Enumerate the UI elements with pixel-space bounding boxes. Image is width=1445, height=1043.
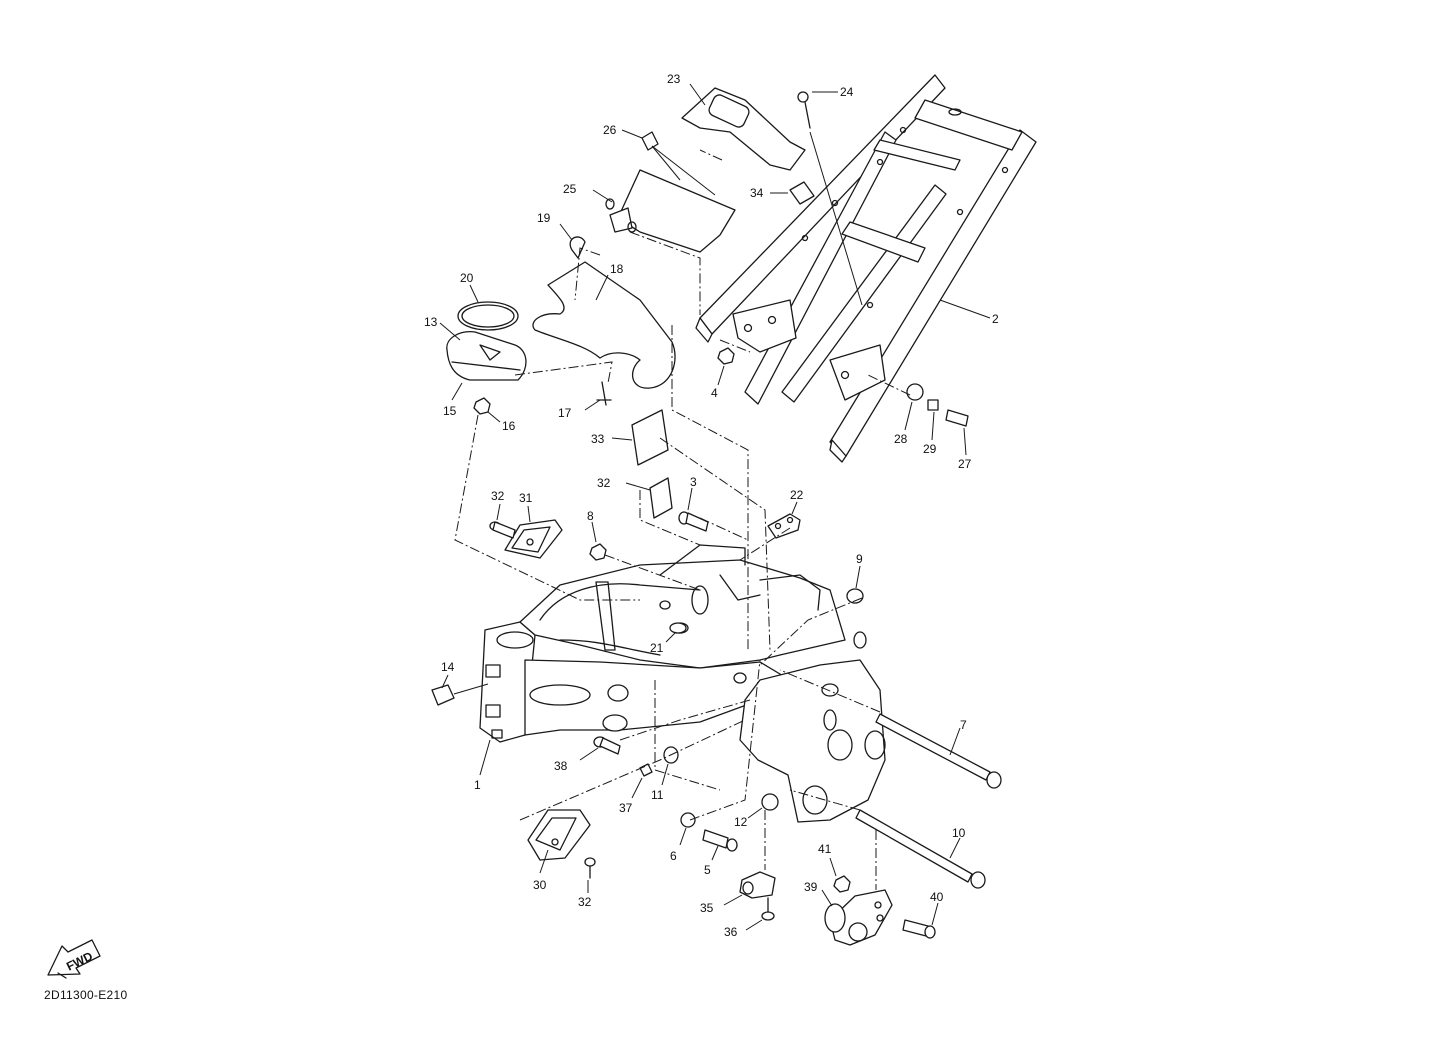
callout-32-lower: 32 bbox=[578, 895, 592, 909]
bolt-part-32-lower[interactable]: 32 bbox=[578, 857, 596, 909]
seat-bracket-part-23[interactable]: 23 bbox=[667, 72, 806, 171]
callout-23: 23 bbox=[667, 72, 681, 86]
collar-part-29[interactable]: 29 bbox=[923, 399, 939, 456]
callout-25: 25 bbox=[563, 182, 577, 196]
callout-35: 34 bbox=[750, 186, 764, 200]
mount-part-40[interactable]: 39 bbox=[804, 880, 893, 946]
callout-1: 1 bbox=[474, 778, 481, 792]
callout-34: 33 bbox=[591, 432, 605, 446]
callout-30: 30 bbox=[533, 878, 547, 892]
callout-24: 24 bbox=[840, 85, 854, 99]
tail-light-part-13[interactable]: 13 bbox=[424, 315, 527, 381]
callout-17: 17 bbox=[558, 406, 572, 420]
callout-41: 40 bbox=[930, 890, 944, 904]
callout-39: 38 bbox=[554, 759, 568, 773]
callout-28: 28 bbox=[894, 432, 908, 446]
main-frame-part-1[interactable]: 1 bbox=[474, 544, 886, 823]
callout-5: 5 bbox=[704, 863, 711, 877]
callout-42: 41 bbox=[818, 842, 832, 856]
callout-7: 7 bbox=[960, 718, 967, 732]
bolt-part-27[interactable]: 27 bbox=[945, 409, 972, 471]
callout-13: 13 bbox=[424, 315, 438, 329]
cap-part-14[interactable]: 14 bbox=[431, 660, 489, 706]
damper-part-34[interactable]: 33 bbox=[591, 409, 669, 466]
bolt-part-39[interactable]: 38 bbox=[554, 736, 621, 773]
callout-37: 36 bbox=[724, 925, 738, 939]
callout-31: 31 bbox=[519, 491, 533, 505]
callout-12: 12 bbox=[734, 815, 748, 829]
callout-6: 6 bbox=[670, 849, 677, 863]
callout-15: 15 bbox=[443, 404, 457, 418]
battery-tray-part-25[interactable]: 25 bbox=[563, 169, 736, 253]
callout-3: 3 bbox=[690, 475, 697, 489]
damper-part-33[interactable]: 32 bbox=[597, 476, 673, 519]
collar-part-9[interactable]: 9 bbox=[846, 552, 864, 604]
plate-part-31[interactable]: 31 bbox=[504, 491, 563, 559]
cover-part-21[interactable]: 21 bbox=[650, 622, 687, 655]
bolt-part-41[interactable]: 40 bbox=[902, 890, 944, 939]
callout-16: 16 bbox=[502, 419, 516, 433]
callout-36: 35 bbox=[700, 901, 714, 915]
assembly-lines bbox=[454, 149, 911, 890]
fwd-arrow-icon: FWD bbox=[47, 939, 101, 979]
band-part-19[interactable]: 19 bbox=[537, 211, 586, 259]
damper-part-26[interactable]: 26 bbox=[603, 123, 716, 196]
bolt-part-3[interactable]: 3 bbox=[678, 475, 709, 532]
callout-11: 11 bbox=[651, 788, 664, 802]
cover-part-18[interactable]: 18 bbox=[532, 261, 676, 389]
collar-part-8[interactable]: 8 bbox=[587, 509, 607, 561]
rear-frame-part-2[interactable]: 2 bbox=[695, 74, 1037, 463]
damper-part-35[interactable]: 34 bbox=[750, 181, 815, 205]
collar-part-12[interactable]: 12 bbox=[734, 793, 779, 829]
bolt-part-5[interactable]: 5 bbox=[702, 829, 738, 877]
plate-part-30[interactable]: 30 bbox=[527, 809, 591, 892]
screw-part-17[interactable]: 17 bbox=[558, 381, 612, 420]
callout-4: 4 bbox=[711, 386, 718, 400]
gasket-part-20[interactable]: 20 bbox=[457, 271, 519, 331]
callout-9: 9 bbox=[856, 552, 863, 566]
bolt-part-24[interactable]: 24 bbox=[797, 85, 863, 306]
bolt-part-37[interactable]: 36 bbox=[724, 897, 775, 939]
callout-14: 14 bbox=[441, 660, 455, 674]
nut-part-42[interactable]: 41 bbox=[818, 842, 851, 893]
collar-part-11[interactable]: 11 bbox=[651, 746, 679, 802]
callout-2: 2 bbox=[992, 312, 999, 326]
callout-19: 19 bbox=[537, 211, 551, 225]
callout-21: 21 bbox=[650, 641, 664, 655]
callout-18: 18 bbox=[610, 262, 624, 276]
collar-part-28[interactable]: 28 bbox=[894, 383, 924, 446]
callout-29: 29 bbox=[923, 442, 937, 456]
bolt-part-32-upper[interactable]: 32 bbox=[489, 489, 516, 539]
bracket-part-36[interactable]: 35 bbox=[700, 871, 776, 915]
bracket-part-22[interactable]: 22 bbox=[767, 488, 804, 539]
bolt-part-10[interactable]: 10 bbox=[855, 809, 986, 889]
label-part-15: 15 bbox=[443, 382, 463, 418]
nut-part-4[interactable]: 4 bbox=[711, 347, 735, 400]
callout-33: 32 bbox=[597, 476, 611, 490]
nut-part-38[interactable]: 37 bbox=[619, 763, 653, 815]
callout-22: 22 bbox=[790, 488, 804, 502]
callout-20: 20 bbox=[460, 271, 474, 285]
washer-part-6[interactable]: 6 bbox=[670, 812, 696, 863]
callout-40: 39 bbox=[804, 880, 818, 894]
nut-part-16[interactable]: 16 bbox=[473, 397, 516, 433]
drawing-code: 2D11300-E210 bbox=[44, 988, 128, 1002]
callout-10: 10 bbox=[952, 826, 966, 840]
callout-27: 27 bbox=[958, 457, 972, 471]
callout-8: 8 bbox=[587, 509, 594, 523]
bolt-part-7[interactable]: 7 bbox=[875, 713, 1002, 789]
callout-32-upper: 32 bbox=[491, 489, 505, 503]
callout-38: 37 bbox=[619, 801, 633, 815]
callout-26: 26 bbox=[603, 123, 617, 137]
